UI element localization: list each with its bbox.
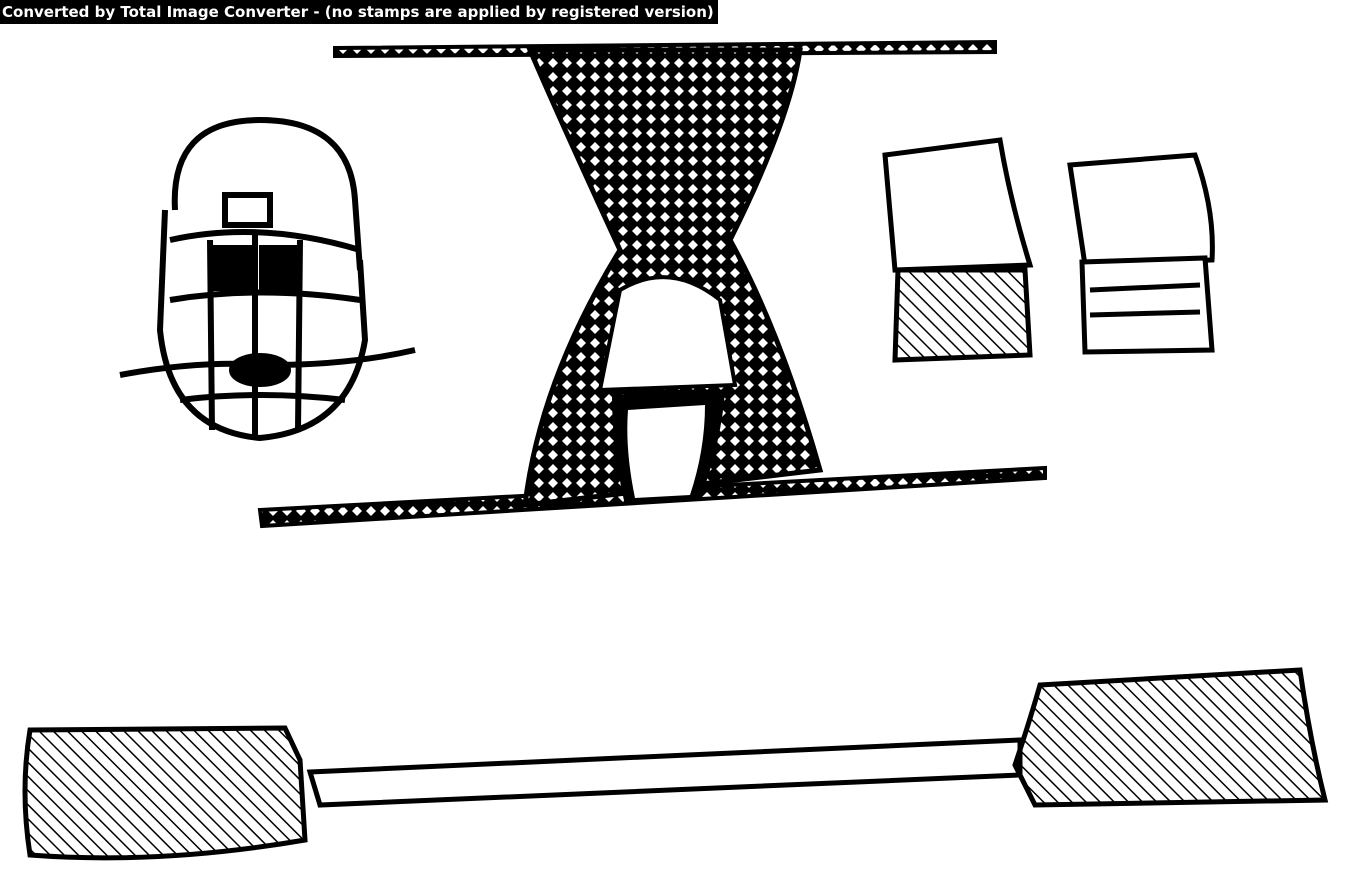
helmet-icon [119,116,416,442]
thigh-guard-icon [257,39,1047,529]
bat-icon [22,667,1329,861]
batting-gloves-icon [882,137,1215,363]
watermark-banner: Converted by Total Image Converter - (no… [0,0,718,24]
